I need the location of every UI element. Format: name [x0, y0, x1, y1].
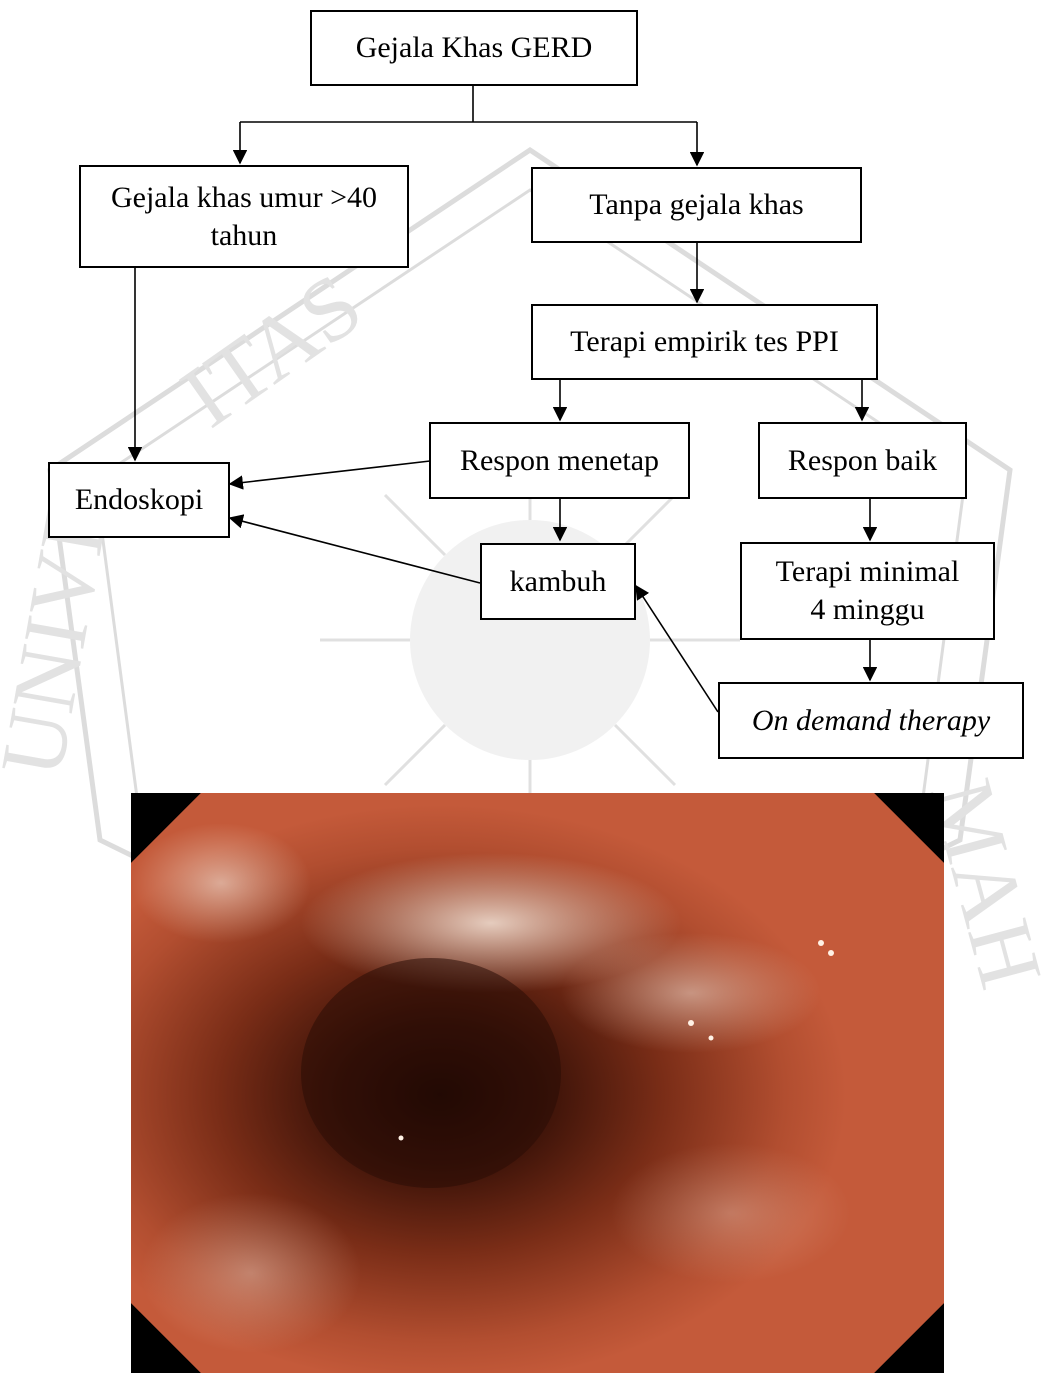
box-typical-symptoms-line-1: Gejala khas umur >40 [111, 179, 377, 217]
box-empiric-ppi-test: Terapi empirik tes PPI [531, 304, 878, 380]
box-on-demand-therapy: On demand therapy [718, 682, 1024, 759]
box-good-response-label: Respon baik [788, 442, 937, 480]
box-typical-symptoms-over-40: Gejala khas umur >40 tahun [79, 165, 409, 268]
box-minimal-therapy-line-1: Terapi minimal [776, 553, 960, 591]
box-no-typical-symptoms: Tanpa gejala khas [531, 167, 862, 243]
box-empiric-ppi-test-label: Terapi empirik tes PPI [570, 323, 839, 361]
box-persistent-response: Respon menetap [429, 422, 690, 499]
box-minimal-therapy-line-2: 4 minggu [776, 591, 960, 629]
box-no-typical-symptoms-label: Tanpa gejala khas [589, 186, 803, 224]
box-gerd-symptoms-label: Gejala Khas GERD [356, 29, 593, 67]
box-relapse-label: kambuh [510, 563, 607, 601]
box-minimal-therapy: Terapi minimal 4 minggu [740, 542, 995, 640]
box-relapse: kambuh [480, 543, 636, 620]
box-typical-symptoms-line-2: tahun [111, 217, 377, 255]
box-good-response: Respon baik [758, 422, 967, 499]
box-persistent-response-label: Respon menetap [460, 442, 659, 480]
box-endoscopy: Endoskopi [48, 462, 230, 538]
endoscopy-image [131, 793, 944, 1373]
box-on-demand-therapy-label: On demand therapy [752, 702, 990, 740]
box-endoscopy-label: Endoskopi [75, 481, 203, 519]
box-gerd-symptoms: Gejala Khas GERD [310, 10, 638, 86]
